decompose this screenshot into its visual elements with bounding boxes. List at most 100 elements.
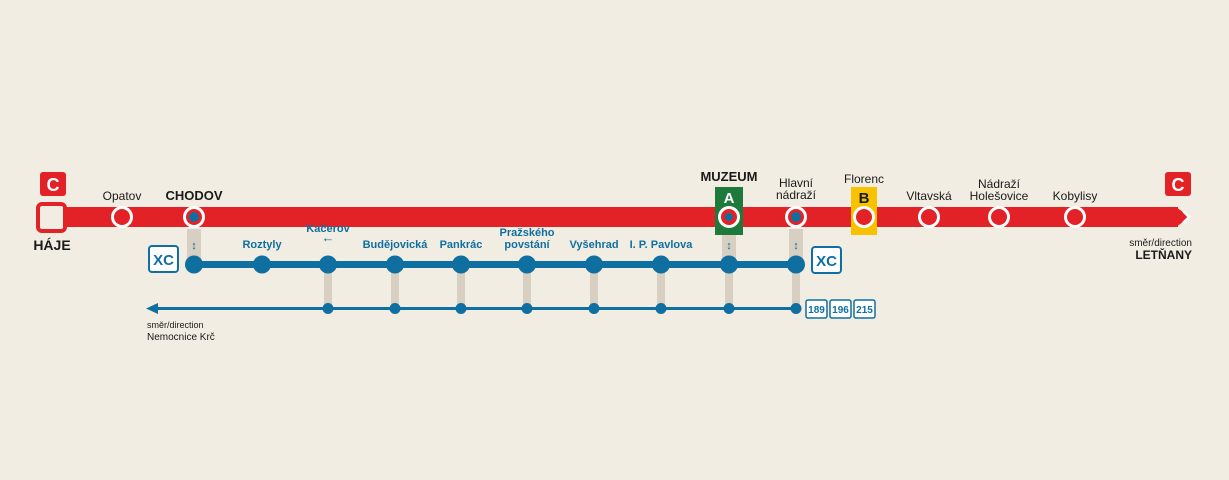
station-label: Holešovice	[970, 189, 1029, 203]
xc-badge-right-label: XC	[816, 253, 837, 270]
line-c-arrow-chevron	[1182, 210, 1191, 224]
line-c-badge-start	[40, 172, 66, 196]
xc-badge-left: XC	[148, 245, 179, 273]
transfer-badge-b-label: B	[859, 190, 870, 207]
bus-stop-connector	[391, 268, 399, 308]
bus-line-arrow	[146, 303, 158, 314]
xc-station-label: Pražského	[499, 227, 554, 239]
xc-badge-left-label: XC	[153, 252, 174, 269]
xc-node	[787, 255, 805, 274]
station-dot	[189, 212, 199, 222]
xc-station-label: Vyšehrad	[569, 239, 618, 251]
station-kobylisy: Kobylisy	[1053, 189, 1098, 228]
xc-station-pankr-c: Pankrác	[440, 239, 483, 274]
xc-node	[185, 255, 203, 274]
xc-badge-left-box	[148, 245, 179, 273]
station-chodov: CHODOV	[165, 188, 223, 228]
xc-station-i-p-pavlova: I. P. Pavlova	[630, 239, 694, 274]
bus-route-badge	[829, 299, 852, 319]
xc-station-marker	[585, 255, 603, 274]
bus-route-label: 196	[832, 305, 849, 316]
station-marker	[1067, 209, 1083, 225]
connector-muzeum	[722, 229, 736, 264]
transfer-arrow-icon: ↕	[726, 240, 732, 252]
station-florenc: B Florenc	[844, 172, 884, 235]
connector-hlavni	[789, 229, 803, 264]
station-label: Vltavská	[906, 189, 952, 203]
station-label: Florenc	[844, 172, 884, 186]
direction-arrow-icon: ←	[322, 230, 335, 245]
station-label: MUZEUM	[700, 169, 757, 184]
station-dot	[791, 212, 801, 222]
xc-station-marker	[452, 255, 470, 274]
xc-station-ka-erov: Kačerov←	[306, 223, 351, 274]
bus-routes: 189 196 215	[805, 299, 876, 319]
station-label: Hlavní	[779, 176, 814, 190]
bus-stop-connector	[457, 268, 465, 308]
station-dot	[725, 213, 733, 221]
bus-stop-connector	[725, 268, 733, 308]
line-c-badge-end-label: C	[1172, 175, 1185, 195]
station-marker	[114, 209, 130, 225]
xc-badge-right: XC	[811, 246, 842, 274]
line-xc-bar	[194, 261, 797, 268]
transfer-arrow-icon: ↕	[793, 240, 799, 252]
xc-node	[720, 255, 738, 274]
station-marker	[991, 209, 1007, 225]
terminus-haje: C HÁJE	[33, 172, 71, 253]
xc-station-vy-ehrad: Vyšehrad	[569, 239, 619, 274]
station-marker	[921, 209, 937, 225]
station-label: Opatov	[103, 189, 142, 203]
station-label: nádraží	[776, 188, 817, 202]
line-c-badge-start-label: C	[47, 175, 60, 195]
bus-direction-label: Nemocnice Krč	[147, 332, 215, 343]
xc-station-label: I. P. Pavlova	[630, 239, 694, 251]
transfer-connectors	[187, 229, 803, 264]
xc-station-label: Budějovická	[363, 239, 429, 251]
xc-station-marker	[319, 255, 337, 274]
terminus-letnany: C směr/direction LETŇANY	[1129, 172, 1192, 262]
line-c-badge-end	[1165, 172, 1191, 196]
xc-station-label: Pankrác	[440, 239, 483, 251]
line-xc-stations: Roztyly Kačerov← Budějovická Pankrác Pražské…	[185, 223, 805, 274]
station-label: CHODOV	[165, 188, 222, 203]
bus-stop-connector	[657, 268, 665, 308]
xc-station-marker	[652, 255, 670, 274]
transfer-arrow-icon: ↕	[191, 240, 197, 252]
line-c-arrow	[1176, 207, 1190, 227]
terminus-letnany-caption: směr/direction	[1129, 238, 1192, 249]
station-vltavsk-: Vltavská	[906, 189, 952, 228]
bus-direction: směr/direction Nemocnice Krč	[147, 320, 215, 343]
station-marker	[856, 209, 872, 225]
xc-station-roztyly: Roztyly	[242, 239, 282, 274]
bus-stop-connector	[324, 268, 332, 308]
xc-station-marker	[386, 255, 404, 274]
xc-station-marker	[518, 255, 536, 274]
line-c-bar	[40, 207, 1178, 227]
bus-route-label: 215	[856, 305, 873, 316]
terminus-haje-label: HÁJE	[33, 237, 70, 253]
bus-line	[146, 303, 796, 314]
bus-route-badge	[853, 299, 876, 319]
transfer-badge-a-label: A	[724, 190, 735, 207]
terminus-haje-marker	[36, 202, 67, 233]
bus-stop-connector	[792, 268, 800, 308]
connector-chodov	[187, 229, 201, 264]
bus-stop-connector	[590, 268, 598, 308]
station-opatov: Opatov	[103, 189, 142, 228]
terminus-letnany-label: LETŇANY	[1135, 247, 1192, 262]
station-label: Kobylisy	[1053, 189, 1098, 203]
station-label: Nádraží	[978, 177, 1021, 191]
bus-route-label: 189	[808, 305, 825, 316]
bus-direction-caption: směr/direction	[147, 320, 204, 330]
line-c	[40, 207, 1191, 227]
xc-station-label: Roztyly	[242, 239, 282, 251]
xc-station-label: povstání	[504, 239, 550, 251]
line-xc	[194, 261, 797, 268]
station-muzeum: A MUZEUM	[700, 169, 758, 235]
xc-station-bud-jovick-: Budějovická	[363, 239, 429, 274]
